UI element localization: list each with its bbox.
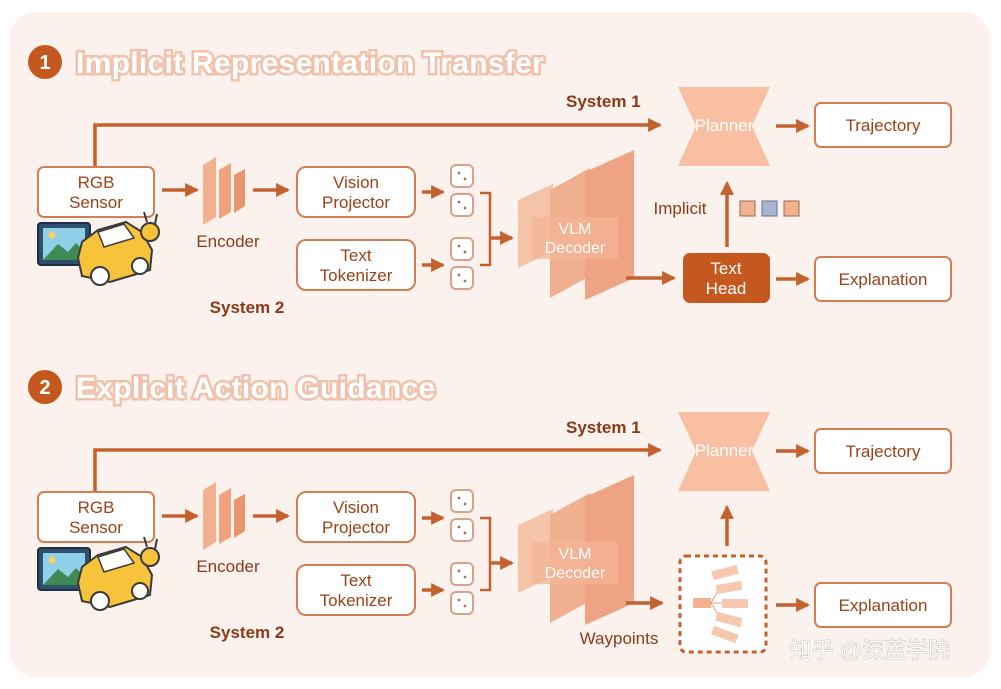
explanation-box: Explanation (814, 582, 952, 628)
encoder-block (203, 482, 245, 550)
svg-text:Text: Text (340, 246, 371, 265)
vision-token (450, 164, 474, 188)
svg-text:Text: Text (710, 259, 741, 278)
encoder-label: Encoder (196, 557, 260, 576)
text-token (450, 266, 474, 290)
text-token (450, 562, 474, 586)
watermark: 知乎 @深蓝学院 (790, 638, 950, 663)
waypoints-box (678, 554, 768, 654)
car-icon (76, 545, 154, 611)
implicit-tokens (739, 200, 800, 217)
text-tokenizer-box: Text Tokenizer (296, 239, 416, 291)
vision-projector-box: Vision Projector (296, 491, 416, 543)
planner-block: Planner (678, 412, 770, 491)
system2-label: System 2 (210, 623, 285, 642)
system1-label: System 1 (566, 418, 641, 437)
svg-text:Tokenizer: Tokenizer (320, 591, 393, 610)
svg-text:Decoder: Decoder (545, 565, 606, 582)
svg-text:Vision: Vision (333, 173, 379, 192)
text-head-box: Text Head (683, 253, 770, 303)
text-token (450, 237, 474, 261)
section-title: Implicit Representation Transfer (76, 47, 544, 80)
svg-text:VLM: VLM (559, 221, 592, 238)
vision-projector-box: Vision Projector (296, 166, 416, 218)
rgb-sensor-box: RGB Sensor (37, 491, 155, 543)
car-icon (76, 220, 154, 286)
trajectory-box: Trajectory (814, 102, 952, 148)
svg-text:Tokenizer: Tokenizer (320, 266, 393, 285)
section-number-badge (28, 45, 62, 79)
svg-text:Explanation: Explanation (839, 270, 928, 289)
section-explicit: 2 Explicit Action Guidance System 1 RGB … (28, 370, 952, 654)
section-number-badge (28, 370, 62, 404)
section-implicit: 1 Implicit Representation Transfer Syste… (28, 45, 952, 317)
plug-icon (140, 536, 160, 567)
svg-text:Text: Text (340, 571, 371, 590)
svg-text:Projector: Projector (322, 193, 390, 212)
explanation-box: Explanation (814, 256, 952, 302)
svg-text:Explanation: Explanation (839, 596, 928, 615)
svg-text:RGB: RGB (78, 173, 115, 192)
svg-text:RGB: RGB (78, 498, 115, 517)
image-icon (37, 547, 91, 591)
section-title: Explicit Action Guidance (76, 372, 435, 405)
svg-text:Sensor: Sensor (69, 193, 123, 212)
svg-text:Projector: Projector (322, 518, 390, 537)
vision-token (450, 489, 474, 513)
svg-text:Sensor: Sensor (69, 518, 123, 537)
system2-label: System 2 (210, 298, 285, 317)
system1-arrow (93, 118, 663, 168)
svg-text:Vision: Vision (333, 498, 379, 517)
vision-token (450, 193, 474, 217)
svg-text:Planner: Planner (695, 116, 754, 135)
vlm-decoder-block: VLM Decoder (518, 150, 634, 300)
svg-text:Decoder: Decoder (545, 240, 606, 257)
vlm-decoder-block: VLM Decoder (518, 475, 634, 625)
token-bracket (480, 516, 492, 592)
encoder-label: Encoder (196, 232, 260, 251)
implicit-label: Implicit (654, 199, 707, 218)
svg-text:VLM: VLM (559, 546, 592, 563)
system1-arrow (93, 443, 663, 493)
waypoints-label: Waypoints (580, 629, 659, 648)
section-number: 1 (39, 52, 50, 74)
text-tokenizer-box: Text Tokenizer (296, 564, 416, 616)
planner-block: Planner (678, 87, 770, 166)
section-number: 2 (39, 377, 50, 399)
svg-text:Head: Head (706, 279, 747, 298)
system1-label: System 1 (566, 92, 641, 111)
svg-text:Trajectory: Trajectory (846, 116, 921, 135)
token-bracket (480, 191, 492, 267)
encoder-block (203, 157, 245, 225)
text-token (450, 591, 474, 615)
svg-text:Trajectory: Trajectory (846, 442, 921, 461)
plug-icon (140, 211, 160, 242)
trajectory-box: Trajectory (814, 428, 952, 474)
vision-token (450, 518, 474, 542)
rgb-sensor-box: RGB Sensor (37, 166, 155, 218)
svg-text:Planner: Planner (695, 441, 754, 460)
